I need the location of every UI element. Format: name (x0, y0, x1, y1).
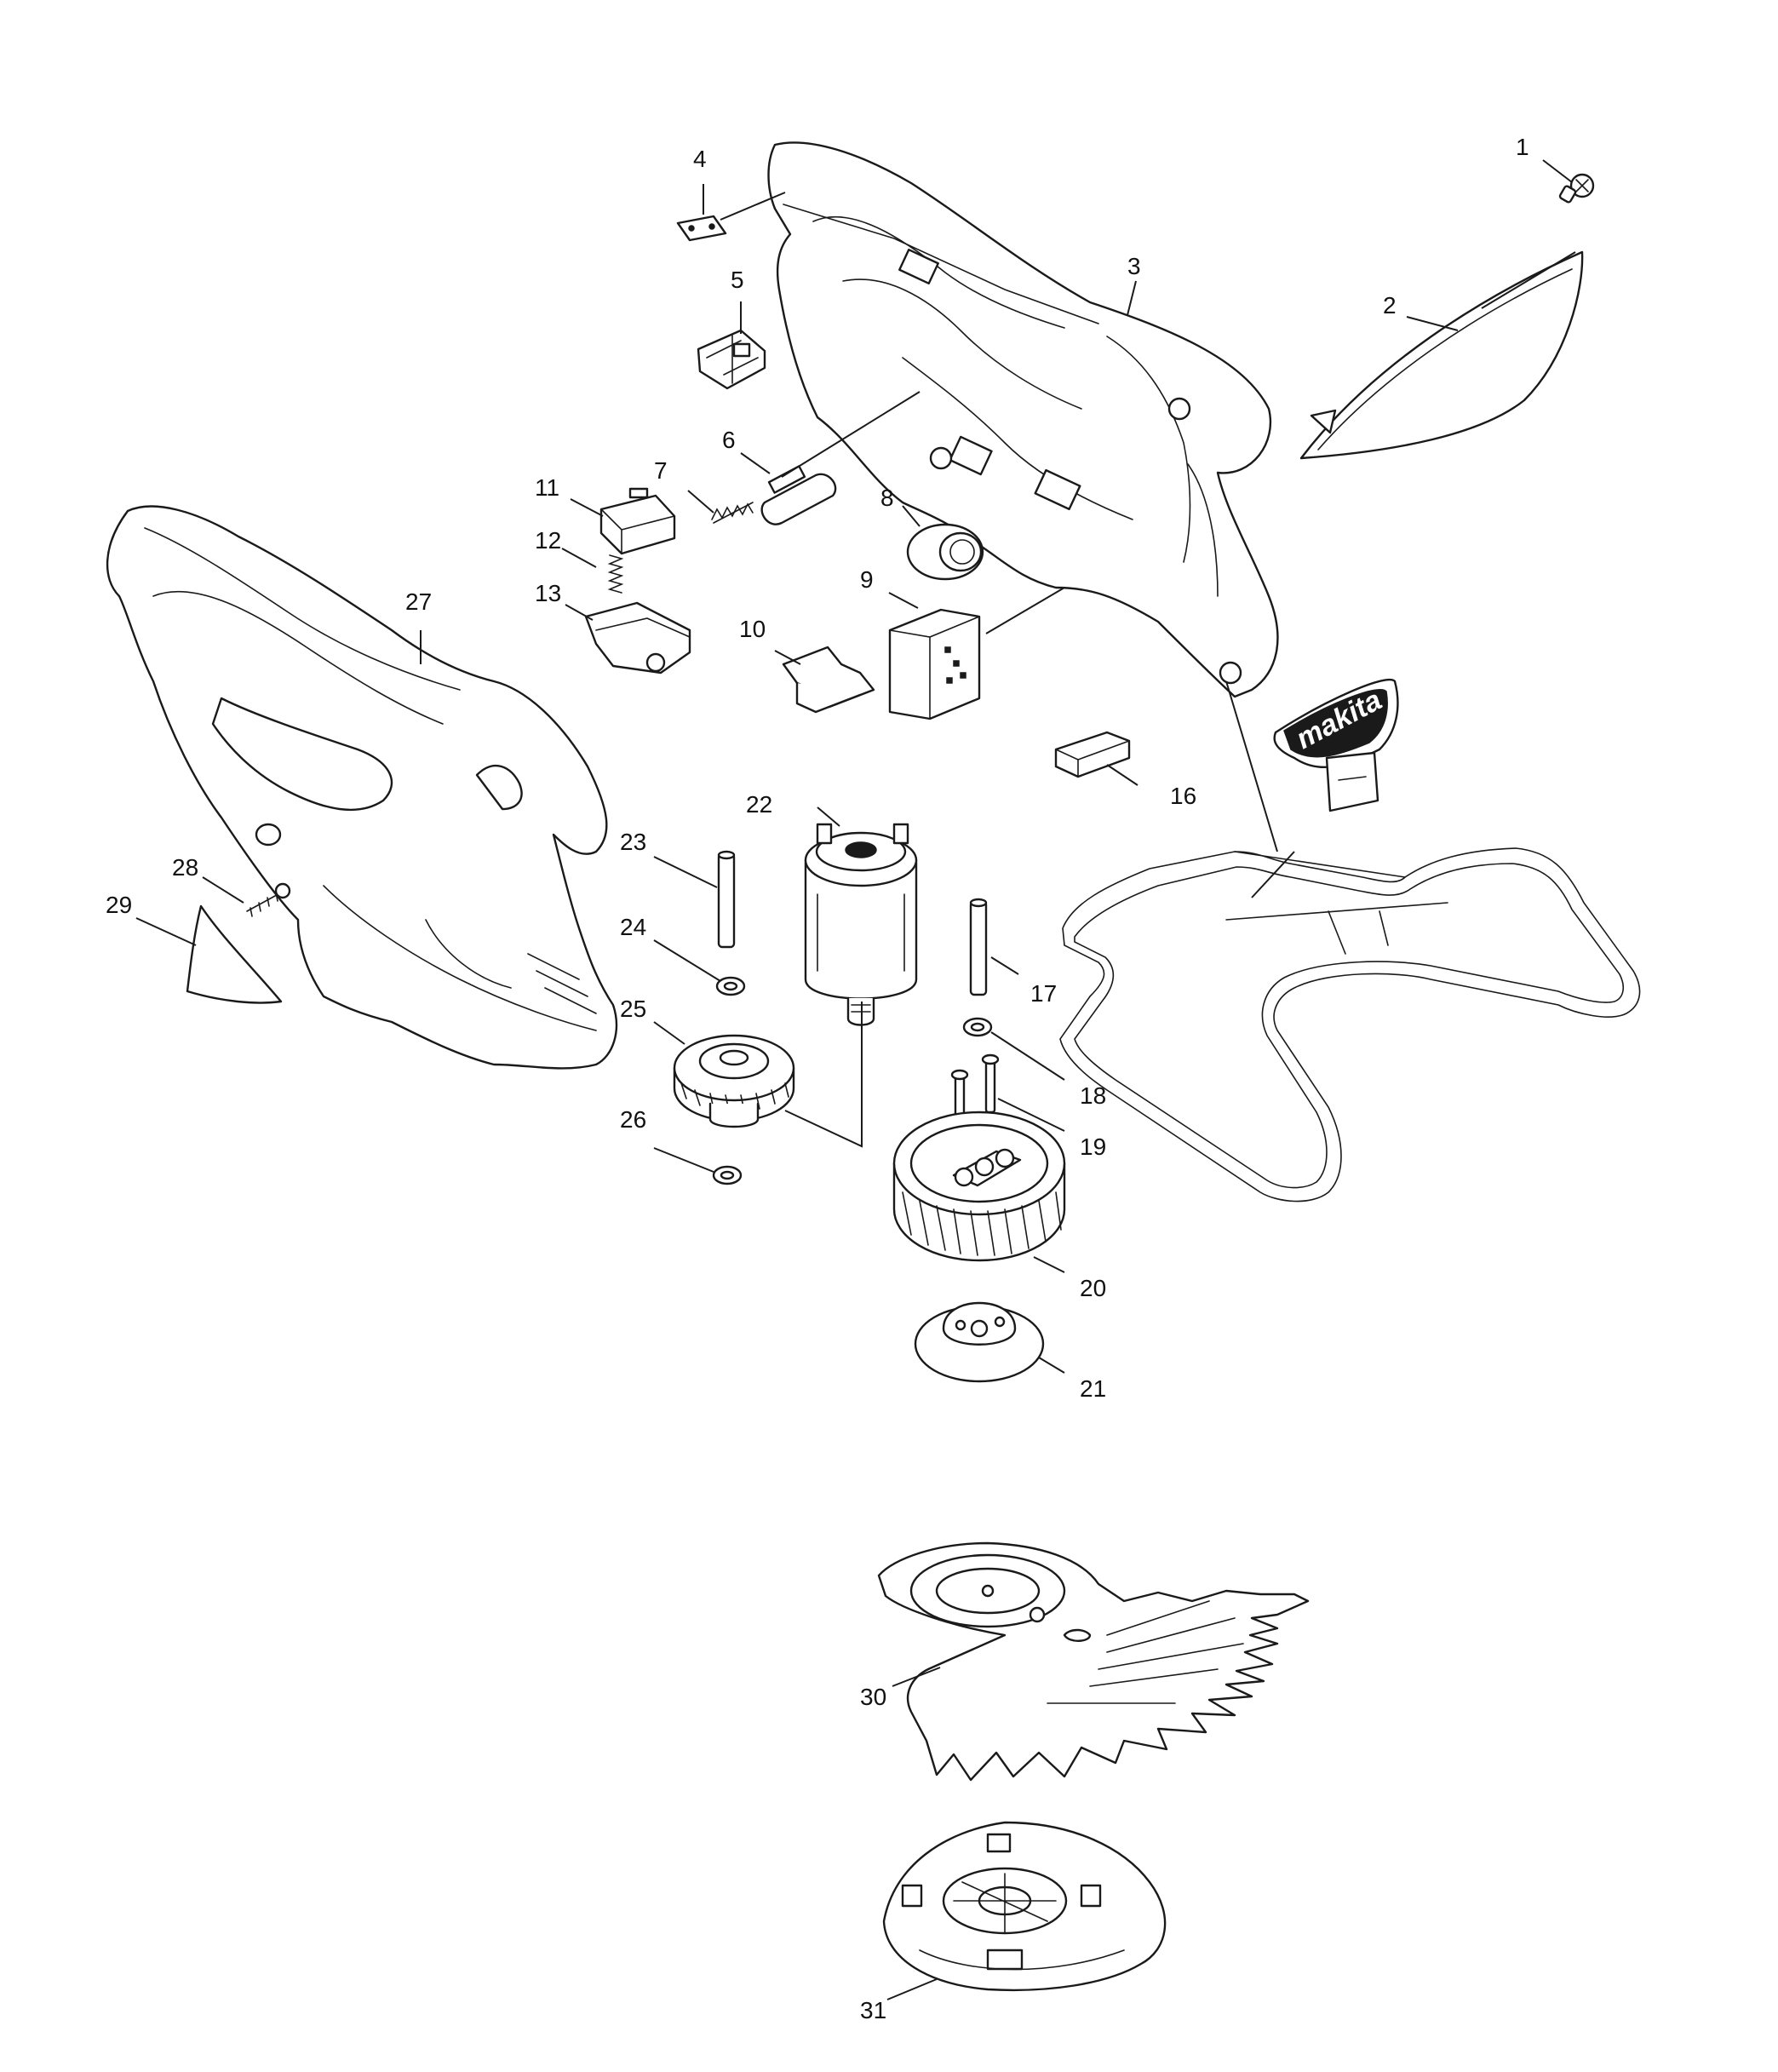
part-29-plate (186, 904, 283, 1004)
part-26-washer (712, 1165, 743, 1185)
callout-17: 17 (1030, 980, 1057, 1007)
callout-30: 30 (860, 1684, 886, 1710)
part-9-controller (888, 608, 981, 720)
callout-10: 10 (739, 616, 766, 642)
part-8-bearing (906, 523, 984, 581)
callout-1: 1 (1516, 134, 1529, 160)
callout-25: 25 (620, 996, 646, 1022)
callout-4: 4 (693, 146, 707, 172)
part-27-handle-housing (106, 505, 618, 1070)
callout-9: 9 (860, 566, 874, 593)
part-22-motor (804, 823, 918, 1026)
callout-27: 27 (405, 588, 432, 615)
makita-badge: makita (1273, 678, 1399, 812)
guard-wire-frame (1059, 847, 1641, 1202)
callout-18: 18 (1080, 1082, 1106, 1109)
callout-7: 7 (654, 457, 668, 484)
part-12-spring (607, 554, 624, 594)
callout-11: 11 (535, 474, 559, 501)
leader-lines (135, 159, 1576, 2000)
callout-19: 19 (1080, 1134, 1106, 1160)
callout-2: 2 (1383, 292, 1397, 319)
callout-12: 12 (535, 527, 561, 554)
callout-31: 31 (860, 1997, 886, 2023)
part-11-switch (599, 487, 676, 555)
part-4-plate (676, 215, 727, 242)
part-2-side-cover (1299, 250, 1584, 460)
callout-26: 26 (620, 1106, 646, 1133)
callout-5: 5 (731, 267, 744, 293)
callout-numbers: 1 2 3 4 5 6 7 8 9 10 11 12 13 16 17 18 1… (106, 134, 1529, 2023)
part-31-blade-cover (882, 1821, 1167, 1992)
callout-22: 22 (746, 791, 772, 818)
part-13-trigger (584, 601, 691, 674)
callout-8: 8 (880, 485, 894, 511)
callout-28: 28 (172, 854, 198, 881)
part-30-blade (877, 1541, 1310, 1782)
part-5-bracket (697, 329, 766, 390)
part-28-screw (246, 882, 291, 917)
part-16-block (1054, 731, 1131, 778)
part-20-gear (892, 1111, 1066, 1262)
part-24-washer (715, 976, 746, 996)
part-10-bracket (782, 646, 875, 714)
part-18-washer (962, 1017, 993, 1037)
part-23-pin (717, 850, 736, 949)
part-1-screw (1558, 173, 1595, 204)
callout-29: 29 (106, 892, 132, 918)
part-25-gear (673, 1034, 795, 1128)
callout-21: 21 (1080, 1375, 1106, 1402)
callout-20: 20 (1080, 1275, 1106, 1301)
part-3-housing (767, 141, 1279, 698)
part-21-flange (914, 1301, 1045, 1383)
callout-23: 23 (620, 829, 646, 855)
callout-3: 3 (1127, 253, 1141, 279)
callout-16: 16 (1170, 783, 1196, 809)
callout-24: 24 (620, 914, 646, 940)
part-6-holder (760, 465, 837, 525)
callout-6: 6 (722, 427, 736, 453)
part-7-spring (711, 502, 754, 524)
part-17-pin (969, 898, 988, 996)
callout-13: 13 (535, 580, 561, 606)
